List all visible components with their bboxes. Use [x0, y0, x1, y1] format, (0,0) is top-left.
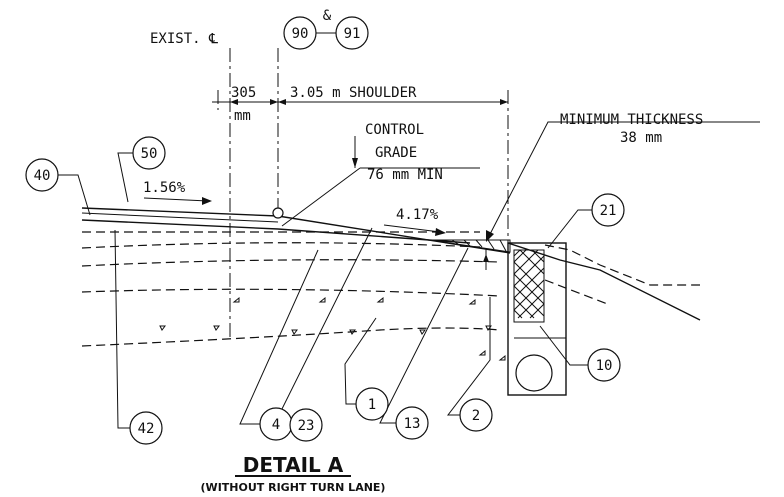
leader-40	[58, 174, 91, 216]
leader-50	[117, 152, 133, 203]
control-label: CONTROL	[365, 122, 424, 138]
dim-arrow-4	[500, 99, 508, 105]
dim-305: 305	[231, 85, 256, 101]
ground-line-existing	[544, 244, 700, 286]
dim-arrow-3	[278, 99, 286, 105]
callout-13: 13	[404, 416, 421, 432]
slope-dash	[544, 279, 611, 306]
callout-23-circle	[289, 408, 323, 442]
leader-1	[344, 317, 377, 405]
callout-42: 42	[138, 421, 155, 437]
base-line-4	[81, 288, 501, 297]
curb-crosshatch	[513, 249, 545, 319]
drain-pipe	[515, 354, 553, 392]
callout-2-circle	[459, 398, 493, 432]
leader-10	[539, 325, 588, 366]
min-thickness-dim-arrow	[483, 254, 489, 262]
min-thickness-label: MINIMUM THICKNESS	[560, 112, 703, 128]
callout-50-circle	[132, 136, 166, 170]
min-thickness-leader	[487, 121, 760, 239]
leader-21	[547, 209, 592, 249]
taper-hatch-lines	[439, 239, 507, 252]
ampersand: &	[323, 8, 332, 24]
subgrade-line	[81, 327, 501, 347]
pavement-surface-lane	[81, 207, 279, 217]
dim-arrow-2	[230, 99, 238, 105]
slope-1-label: 1.56%	[143, 180, 186, 196]
detail-subtitle: (WITHOUT RIGHT TURN LANE)	[201, 481, 386, 494]
grade-label: GRADE	[375, 145, 417, 161]
slope1-arrow-line	[143, 197, 209, 202]
callout-13-circle	[395, 406, 429, 440]
callout-10-circle	[587, 348, 621, 382]
pavement-surface-shoulder	[277, 215, 511, 254]
dim-arrow-1	[270, 99, 278, 105]
detail-title: DETAIL A	[243, 453, 344, 477]
callout-2: 2	[472, 408, 480, 424]
pavement-layer-bottom	[81, 219, 279, 230]
shoulder-layer-bottom	[277, 228, 471, 244]
leader-23	[273, 227, 373, 426]
callout-21: 21	[600, 203, 617, 219]
pavement-layer-mid	[81, 212, 279, 223]
min-thickness-arrow	[486, 230, 494, 242]
dim76-arrow	[352, 158, 358, 168]
control-grade-leader	[281, 167, 361, 227]
aggregate-marks	[159, 296, 506, 361]
slope2-arrowhead	[435, 228, 446, 236]
existing-centerline-label: EXIST. ℄	[150, 31, 218, 47]
leader-4	[239, 249, 319, 425]
callout-4: 4	[272, 417, 280, 433]
leader-42	[114, 229, 130, 429]
callout-40-circle	[25, 158, 59, 192]
leader-2	[446, 297, 491, 416]
callout-1-circle	[355, 387, 389, 421]
slope-2-label: 4.17%	[396, 207, 439, 223]
shoulder-dimension: 3.05 m SHOULDER	[290, 85, 417, 101]
callout-40: 40	[34, 168, 51, 184]
callout-90: 90	[292, 26, 309, 42]
callout-23: 23	[298, 418, 315, 434]
slope1-arrowhead	[202, 197, 212, 205]
leader-13	[379, 247, 469, 424]
min-thickness-value: 38 mm	[620, 130, 662, 146]
drain-box	[507, 242, 567, 396]
min-76-label: 76 mm MIN	[367, 167, 443, 183]
callout-42-circle	[129, 411, 163, 445]
callout-90-circle	[283, 16, 317, 50]
callout-21-circle	[591, 193, 625, 227]
base-line-3	[81, 259, 501, 267]
control-point-marker	[272, 207, 284, 219]
callout-10: 10	[596, 358, 613, 374]
callout-1: 1	[368, 397, 376, 413]
dim-305-unit: mm	[234, 108, 251, 124]
callout-91: 91	[344, 26, 361, 42]
callout-91-circle	[335, 16, 369, 50]
side-slope	[507, 242, 701, 321]
callout-50: 50	[141, 146, 158, 162]
slope2-arrow-line	[383, 224, 441, 233]
base-line-2	[81, 242, 481, 249]
